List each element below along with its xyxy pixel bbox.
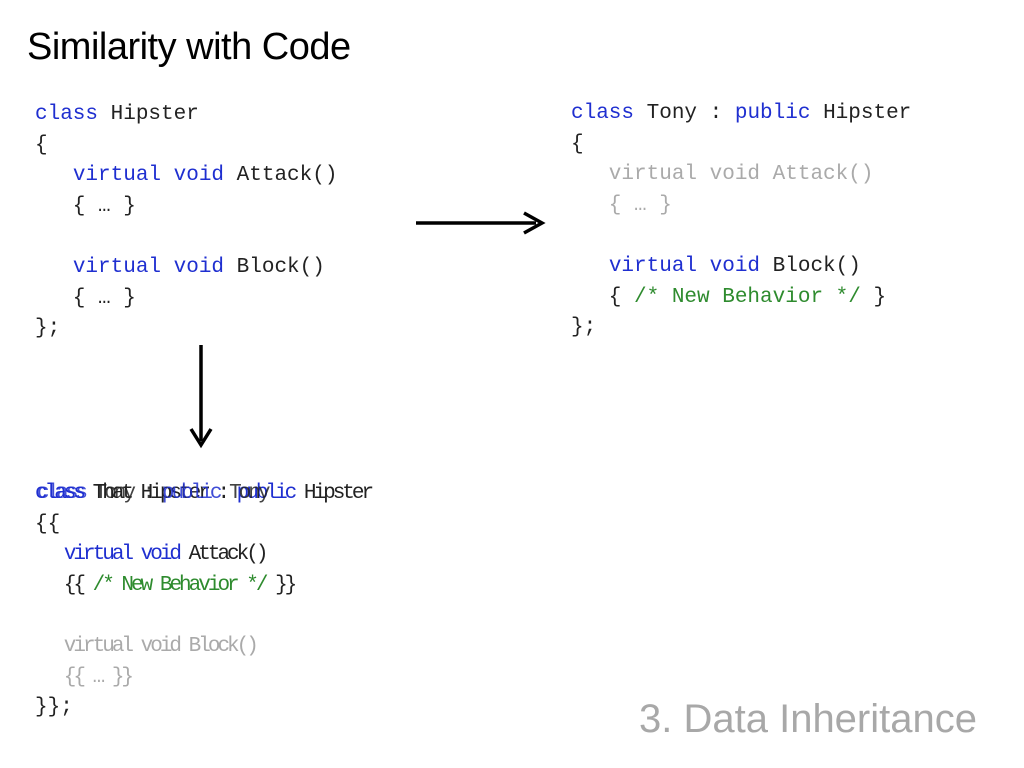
code-line: }; xyxy=(571,316,597,340)
indent xyxy=(571,255,609,278)
keyword: class xyxy=(37,482,88,505)
code-line: }}; xyxy=(35,696,73,720)
code-line: {{ xyxy=(35,512,61,536)
method-name: Attack() xyxy=(224,164,338,188)
brace: { xyxy=(571,285,635,309)
code-line: virtual void Attack() xyxy=(35,540,371,571)
keyword: virtual void xyxy=(63,543,182,567)
keyword: public xyxy=(161,482,223,505)
overlapping-class-declaration: class That Hipster : public Hipster class… xyxy=(35,479,374,510)
code-line: { xyxy=(35,133,48,157)
inherited-code-line: { … } xyxy=(571,193,672,217)
inherited-code-line: virtual void Attack() xyxy=(571,163,874,187)
code-line: virtual void Block() xyxy=(35,253,337,284)
brace: }} xyxy=(265,573,297,597)
arrow-down-icon xyxy=(189,345,213,449)
code-line: class Hipster xyxy=(35,100,337,131)
keyword: public xyxy=(734,102,811,125)
code-line: { xyxy=(571,132,584,156)
indent xyxy=(35,543,64,566)
blank-line xyxy=(35,222,337,253)
identifier: Hipster xyxy=(294,482,374,505)
keyword: class xyxy=(35,103,99,126)
keyword: class xyxy=(35,482,86,505)
brace: {{ xyxy=(35,573,93,597)
method-name: Block() xyxy=(760,254,861,278)
method-name: Block() xyxy=(224,255,325,279)
keyword: virtual void xyxy=(72,255,225,279)
code-line: }; xyxy=(35,317,61,341)
identifier: That Hipster : xyxy=(83,482,237,505)
code-line: { … } xyxy=(35,286,136,310)
keyword: virtual void xyxy=(72,164,225,188)
code-line: class Tony : public Hipster xyxy=(571,99,911,130)
method-name: Attack() xyxy=(179,543,269,567)
inherited-code-line: {{ … }} xyxy=(35,665,134,689)
identifier: Tony : xyxy=(634,102,735,125)
code-line: { /* New Behavior */ } xyxy=(571,283,911,314)
comment: /* New Behavior */ xyxy=(92,573,269,597)
indent xyxy=(35,256,73,279)
identifier: Tony : xyxy=(85,482,162,505)
code-line: virtual void Block() xyxy=(571,252,911,283)
identifier: Hipster xyxy=(810,102,912,125)
code-block-that-hipster: class That Hipster : public Hipster class… xyxy=(35,479,374,724)
identifier: Hipster xyxy=(98,103,199,126)
inherited-code-line: virtual void Block() xyxy=(35,634,259,658)
section-label: 3. Data Inheritance xyxy=(639,697,977,741)
keyword: class xyxy=(571,102,635,125)
slide-title: Similarity with Code xyxy=(27,26,351,68)
code-line: {{ /* New Behavior */ }} xyxy=(35,571,371,602)
code-block-hipster: class Hipster{ virtual void Attack() { …… xyxy=(35,100,337,345)
keyword: virtual void xyxy=(608,254,761,278)
code-line: { … } xyxy=(35,194,136,218)
ghost-declaration: class Tony : public Tony xyxy=(37,479,270,510)
blank-line xyxy=(35,601,371,632)
brace: } xyxy=(860,285,887,309)
code-line: class That Hipster : public Hipster class… xyxy=(35,479,374,510)
identifier: Tony xyxy=(219,482,270,505)
blank-line xyxy=(571,221,911,252)
code-block-tony: class Tony : public Hipster{ virtual voi… xyxy=(571,99,911,344)
arrow-right-icon xyxy=(416,211,546,235)
code-line: virtual void Attack() xyxy=(35,161,338,192)
indent xyxy=(35,164,73,187)
keyword: public xyxy=(236,482,298,505)
comment: /* New Behavior */ xyxy=(634,285,861,309)
